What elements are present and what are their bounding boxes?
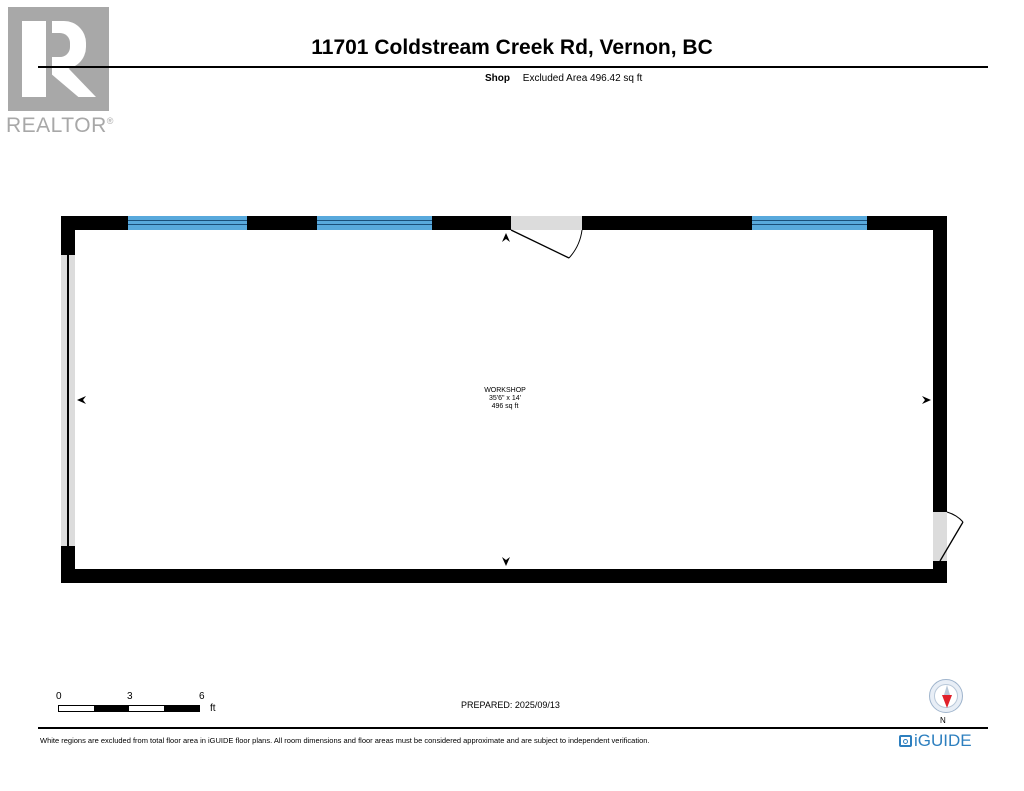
footer-divider xyxy=(38,727,988,729)
title-divider xyxy=(38,66,988,68)
scale-tick-6: 6 xyxy=(199,691,205,702)
disclaimer-text: White regions are excluded from total fl… xyxy=(40,736,650,745)
level-name: Shop xyxy=(485,73,510,84)
window-top-2 xyxy=(317,216,432,230)
realtor-wordmark-text: REALTOR xyxy=(6,114,107,137)
dimension-arrow-right-icon xyxy=(922,396,931,404)
room-dimensions: 35'6" x 14' xyxy=(488,395,521,402)
registered-mark: ® xyxy=(106,116,114,126)
opening-left-line xyxy=(67,255,69,546)
dimension-arrow-left-icon xyxy=(77,396,86,404)
scale-segment xyxy=(129,706,164,711)
compass-label: N xyxy=(940,716,946,725)
iguide-logo: iGUIDE xyxy=(899,731,972,751)
scale-segment xyxy=(94,706,129,711)
realtor-logo xyxy=(8,7,109,111)
wall-bottom xyxy=(61,569,947,583)
prepared-date: PREPARED: 2025/09/13 xyxy=(461,700,560,710)
compass-needle-south xyxy=(944,685,950,695)
door-opening-right xyxy=(933,512,947,561)
iguide-brand-text: iGUIDE xyxy=(914,731,972,750)
scale-tick-3: 3 xyxy=(127,691,133,702)
scale-bar xyxy=(58,705,200,712)
camera-icon xyxy=(899,735,912,747)
compass-needle-north xyxy=(942,695,952,708)
dimension-arrow-bottom-icon xyxy=(502,557,510,566)
area-summary: Excluded Area 496.42 sq ft xyxy=(522,73,643,84)
door-swing-top-icon xyxy=(510,229,583,259)
window-top-3 xyxy=(752,216,867,230)
room-area: 496 sq ft xyxy=(491,403,519,410)
realtor-r-bowl-inner xyxy=(52,33,70,57)
wall-top-segment xyxy=(247,216,317,230)
dimension-arrow-top-icon xyxy=(502,233,510,242)
door-opening-top xyxy=(511,216,582,230)
realtor-wordmark: REALTOR® xyxy=(6,114,114,138)
door-swing-right-icon xyxy=(939,511,964,562)
room-name: WORKSHOP xyxy=(484,387,526,394)
scale-segment xyxy=(59,706,94,711)
scale-unit: ft xyxy=(210,703,216,714)
window-top-1 xyxy=(128,216,247,230)
room-label-workshop: WORKSHOP 35'6" x 14' 496 sq ft xyxy=(440,387,570,411)
page-title: 11701 Coldstream Creek Rd, Vernon, BC xyxy=(311,36,713,59)
wall-top-segment xyxy=(61,216,128,230)
scale-segment xyxy=(164,706,199,711)
scale-tick-0: 0 xyxy=(56,691,62,702)
wall-top-segment xyxy=(867,216,947,230)
floor-summary: Shop Excluded Area 496.42 sq ft xyxy=(485,73,642,84)
wall-left-top xyxy=(61,216,75,255)
realtor-r-icon xyxy=(22,21,46,97)
compass-icon xyxy=(929,679,963,713)
wall-right-upper xyxy=(933,216,947,512)
wall-top-segment xyxy=(432,216,511,230)
wall-top-segment xyxy=(582,216,752,230)
